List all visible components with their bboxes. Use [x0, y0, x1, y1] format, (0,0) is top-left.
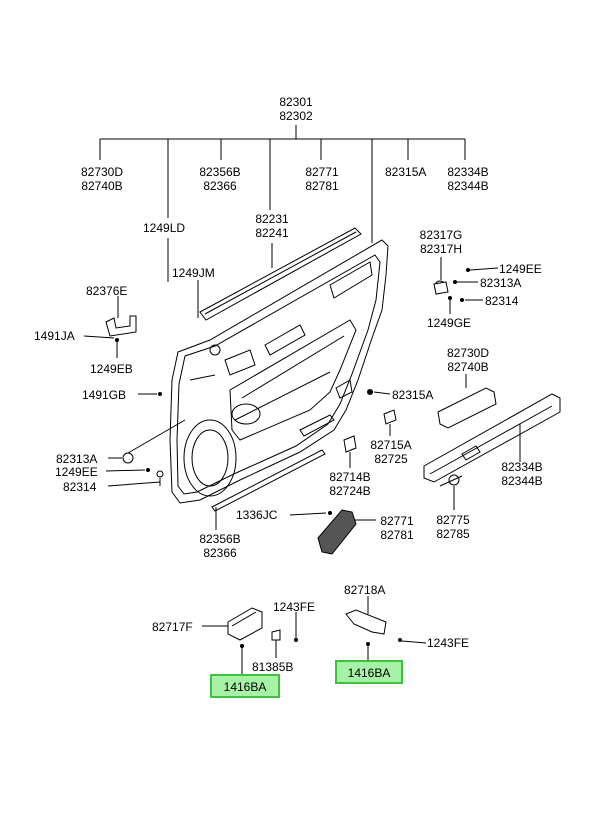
part-number: 82231	[255, 212, 289, 226]
part-number: 82241	[255, 226, 289, 240]
part-number: 82740B	[447, 360, 489, 374]
label-armrest-cover: 82730D 82740B	[72, 165, 132, 193]
misc-leaders	[215, 460, 521, 530]
pocket	[343, 435, 357, 468]
part-number: 82366	[203, 179, 237, 193]
label-weatherstrip-bottom: 82356B 82366	[190, 532, 250, 560]
label-1249ee-top: 1249EE	[499, 262, 542, 276]
label-1491gb: 1491GB	[82, 388, 127, 402]
bracket-82718a	[345, 596, 427, 662]
part-number: 82785	[436, 527, 470, 541]
part-number: 82740B	[81, 179, 123, 193]
label-82314-top: 82314	[485, 294, 519, 308]
label-81385b: 81385B	[252, 660, 294, 674]
part-number: 82366	[203, 546, 237, 560]
part-number: 82317G	[419, 228, 463, 242]
part-number: 82781	[380, 528, 414, 542]
part-number: 82302	[279, 109, 313, 123]
label-82314-left: 82314	[63, 480, 97, 494]
clip-82775	[448, 474, 460, 510]
label-1249jm: 1249JM	[172, 266, 215, 280]
part-number: 82334B	[501, 460, 543, 474]
label-clip-82775: 82775 82785	[428, 513, 478, 541]
label-stopper-top: 82315A	[385, 165, 427, 179]
label-armrest-top: 82334B 82344B	[437, 165, 499, 193]
part-number: 82344B	[447, 179, 489, 193]
label-82717f: 82717F	[152, 620, 193, 634]
part-number: 82771	[305, 165, 339, 179]
speaker-grille	[289, 509, 376, 555]
label-1249ld: 1249LD	[143, 221, 186, 235]
label-handle: 82317G 82317H	[408, 228, 474, 256]
label-1243fe-left: 1243FE	[273, 600, 316, 614]
part-number: 82775	[436, 513, 470, 527]
part-number: 82301	[279, 95, 313, 109]
label-1243fe-right: 1243FE	[427, 636, 470, 650]
label-1249ee-left: 1249EE	[55, 465, 98, 479]
label-speaker-grille-top: 82771 82781	[292, 165, 352, 193]
label-82718a: 82718A	[344, 583, 386, 597]
part-number: 82730D	[80, 165, 124, 179]
label-pocket: 82714B 82724B	[322, 470, 378, 498]
label-82376e: 82376E	[86, 284, 128, 298]
label-1249eb: 1249EB	[90, 362, 133, 376]
label-pull-cup: 82715A 82725	[364, 438, 418, 466]
highlight-1416ba-right[interactable]: 1416BA	[335, 660, 403, 684]
label-1336jc: 1336JC	[236, 508, 278, 522]
pull-cup	[383, 409, 397, 436]
inner-strip	[199, 227, 362, 321]
callout-tree	[99, 125, 466, 318]
label-inner-strip: 82231 82241	[246, 212, 298, 240]
label-armrest-pad: 82730D 82740B	[437, 346, 499, 374]
left-clips	[83, 335, 186, 487]
door-trim-panel	[169, 239, 389, 504]
label-stopper-mid: 82315A	[392, 388, 434, 402]
stopper-82315a	[367, 389, 391, 395]
armrest-82334b	[423, 393, 561, 483]
part-number: 82356B	[199, 165, 241, 179]
part-number: 82730D	[446, 346, 490, 360]
label-weatherstrip: 82356B 82366	[190, 165, 250, 193]
label-82313a-left: 82313A	[56, 452, 98, 466]
part-number: 82334B	[447, 165, 489, 179]
label-82313a-top: 82313A	[480, 276, 522, 290]
handle-82317g	[433, 257, 499, 314]
highlight-1416ba-left[interactable]: 1416BA	[210, 674, 280, 698]
label-1491ja: 1491JA	[34, 329, 75, 343]
part-number: 82715A	[370, 438, 412, 452]
part-number: 82344B	[501, 474, 543, 488]
part-number: 82771	[380, 514, 414, 528]
part-number: 82724B	[329, 484, 371, 498]
label-speaker-grille-bottom: 82771 82781	[374, 514, 420, 542]
label-door-trim: 82301 82302	[262, 95, 330, 123]
armrest-pad	[437, 374, 497, 429]
bracket-82717f	[202, 607, 298, 676]
bracket-82376e	[105, 296, 137, 337]
part-number: 82317H	[419, 242, 463, 256]
label-armrest-bottom: 82334B 82344B	[494, 460, 550, 488]
label-1249ge: 1249GE	[427, 316, 472, 330]
part-number: 82356B	[199, 532, 241, 546]
part-number: 82781	[305, 179, 339, 193]
part-number: 82725	[374, 452, 408, 466]
part-number: 82714B	[329, 470, 371, 484]
bottom-weatherstrip	[211, 449, 326, 512]
